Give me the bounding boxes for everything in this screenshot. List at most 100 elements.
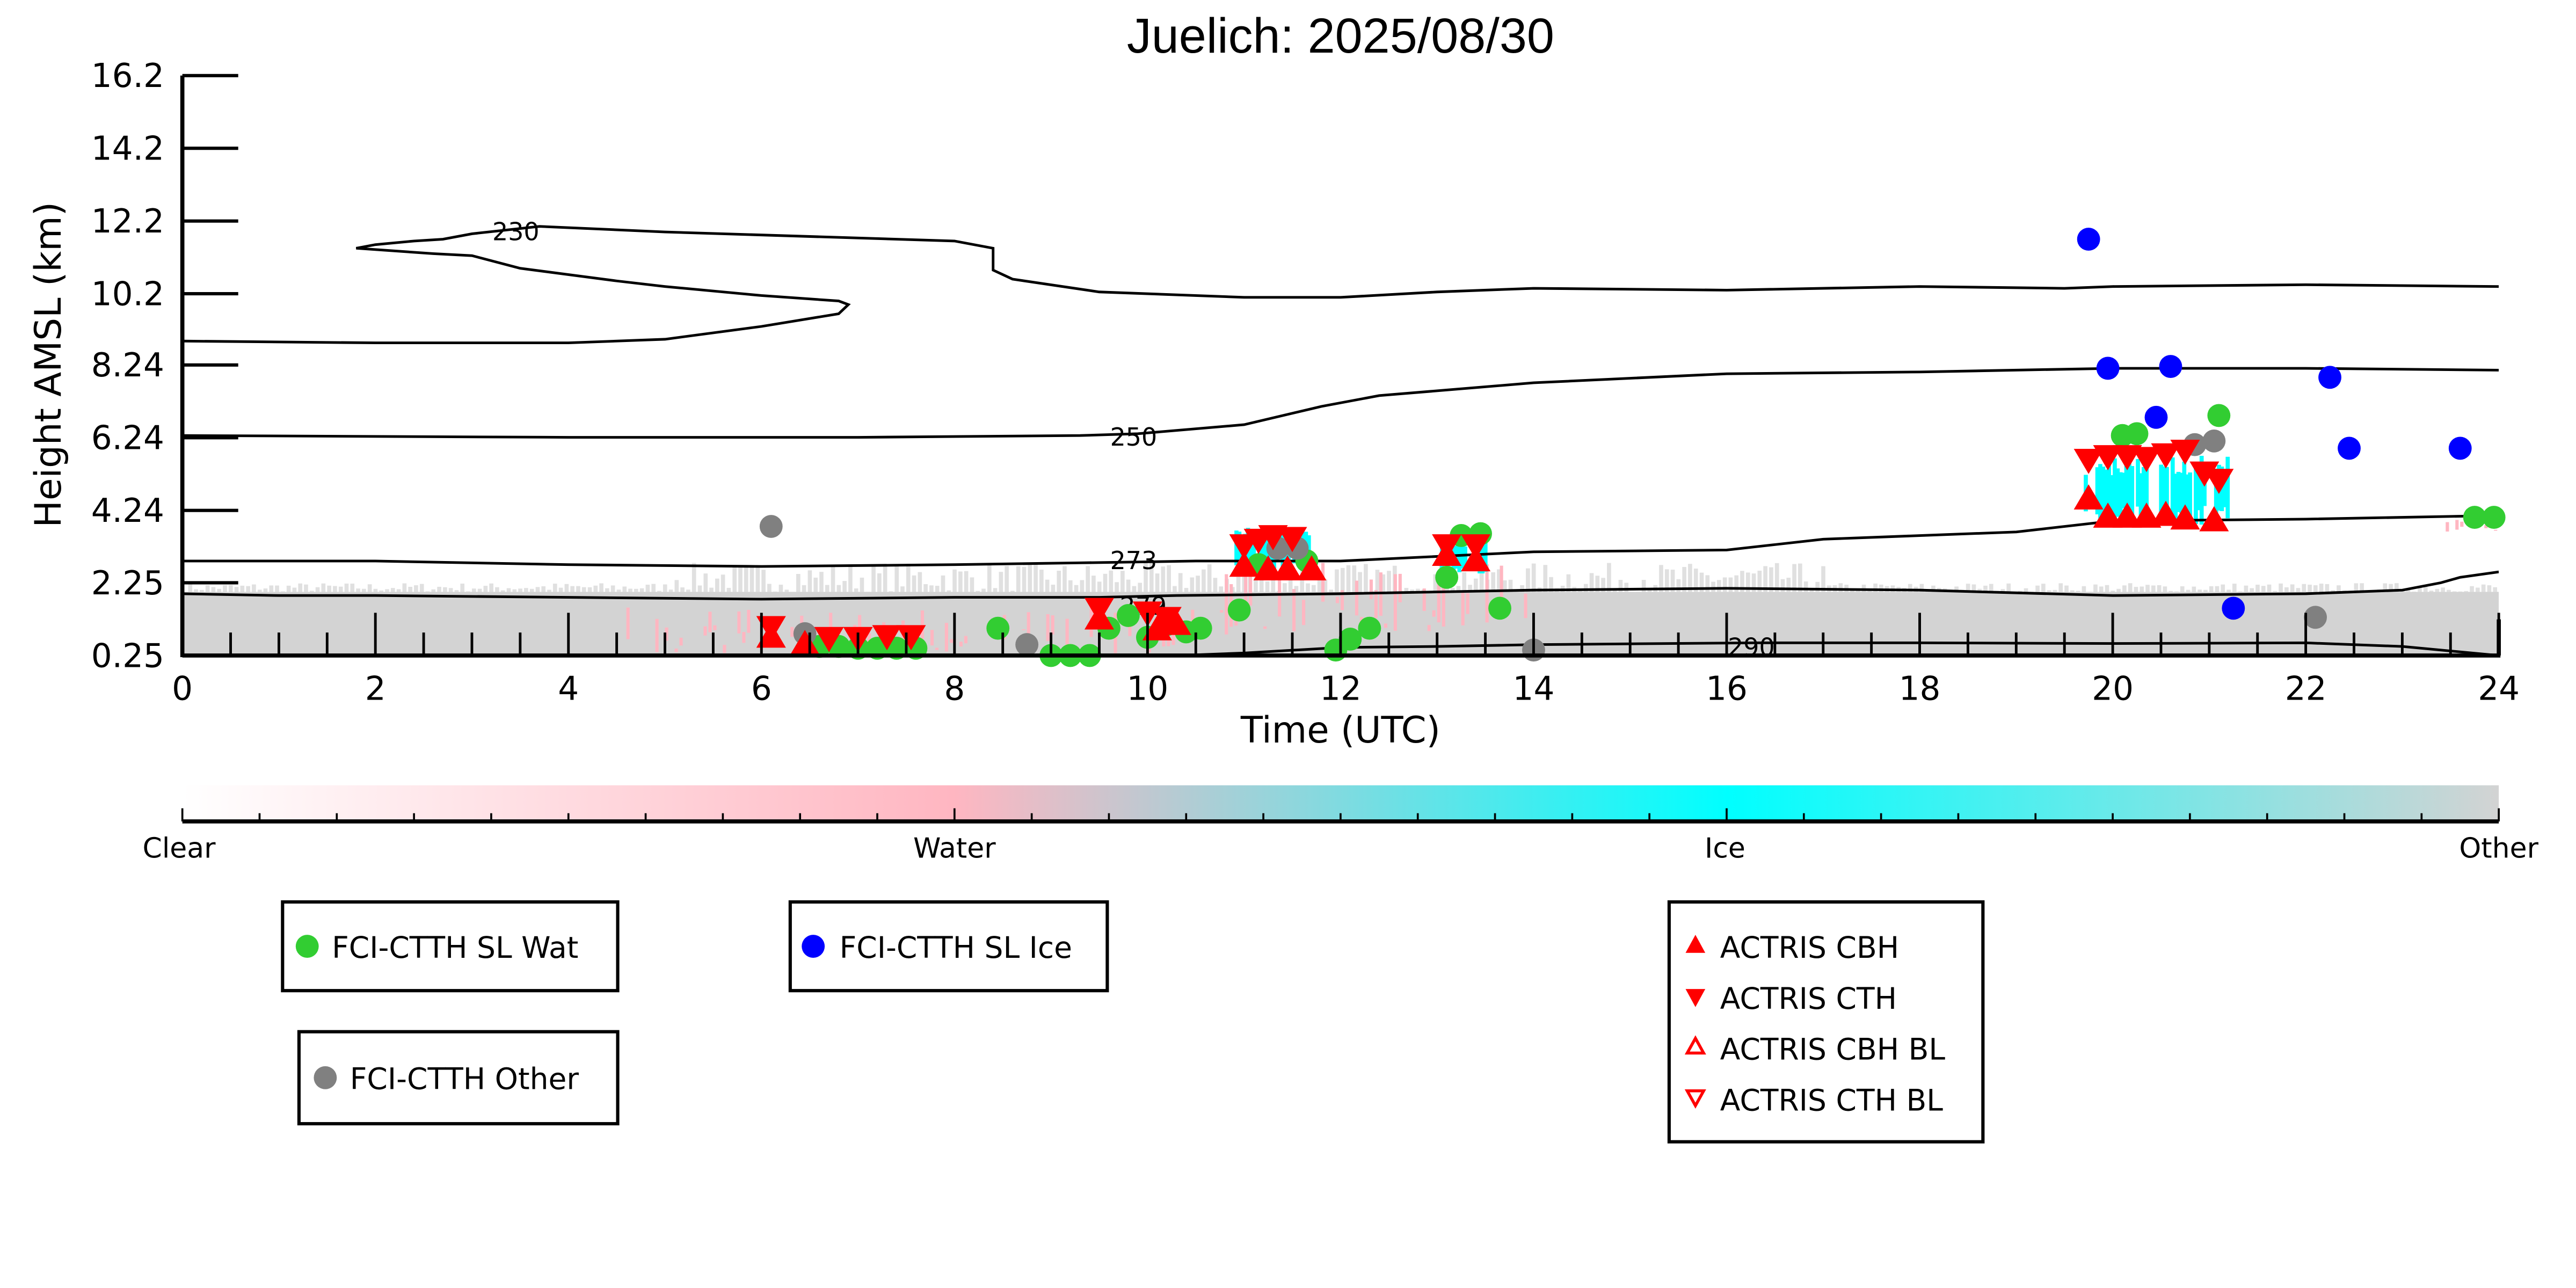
marker-actris-cth	[2151, 443, 2181, 469]
other-speckle	[1740, 571, 1744, 592]
other-speckle	[263, 588, 268, 592]
ice-pixel	[1251, 539, 1256, 568]
other-speckle	[362, 588, 366, 592]
other-speckle	[1300, 571, 1305, 592]
other-speckle	[414, 585, 418, 592]
colorbar-label-other: Other	[2459, 832, 2538, 864]
other-speckle	[1641, 580, 1646, 592]
marker-fci-ctth-sl-wat	[2207, 404, 2231, 427]
other-speckle	[344, 583, 349, 592]
other-speckle	[686, 590, 690, 592]
other-speckle	[1977, 588, 1982, 592]
other-speckle	[1132, 586, 1137, 592]
other-speckle	[1774, 563, 1779, 592]
other-speckle	[1207, 564, 1212, 592]
x-tick-label: 16	[1706, 670, 1748, 708]
other-speckle	[390, 588, 395, 592]
y-tick-label: 10.2	[91, 275, 164, 314]
legend-fci-wat: FCI-CTTH SL Wat	[281, 900, 620, 993]
water-pixel	[742, 632, 746, 643]
marker-actris-cth	[1432, 534, 1462, 559]
other-speckle	[1311, 585, 1316, 592]
other-speckle	[1682, 567, 1686, 592]
water-pixel	[2455, 520, 2459, 530]
other-speckle	[935, 586, 940, 592]
other-speckle	[1213, 578, 1218, 592]
marker-actris-cth	[2189, 461, 2220, 487]
marker-actris-cth	[1277, 527, 1307, 552]
water-pixel	[2446, 522, 2449, 532]
other-speckle	[1005, 566, 1009, 592]
other-speckle	[1456, 586, 1461, 592]
other-speckle	[1091, 576, 1096, 592]
other-speckle	[2360, 583, 2364, 592]
other-speckle	[234, 587, 239, 592]
other-speckle	[402, 583, 407, 592]
other-speckle	[1919, 584, 1924, 592]
marker-actris-cbh	[2093, 503, 2123, 528]
other-speckle	[495, 587, 499, 592]
other-speckle	[448, 588, 453, 592]
x-tick-label: 4	[558, 670, 579, 708]
ice-pixel	[2159, 464, 2164, 521]
other-speckle	[304, 584, 308, 592]
other-speckle	[628, 588, 632, 592]
x-tick-label: 18	[1899, 670, 1941, 708]
ice-pixel	[2136, 459, 2140, 507]
marker-fci-ctth-sl-ice	[2077, 228, 2100, 251]
other-speckle	[2476, 587, 2480, 592]
marker-actris-cth	[1461, 534, 1491, 559]
other-speckle	[1103, 573, 1108, 592]
water-pixel	[790, 627, 794, 637]
marker-fci-ctth-other	[2304, 606, 2327, 629]
ice-pixel	[2185, 474, 2189, 512]
other-speckle	[767, 584, 772, 592]
ice-pixel	[1249, 530, 1253, 570]
water-pixel	[920, 610, 925, 639]
other-speckle	[964, 571, 969, 592]
other-speckle	[836, 585, 841, 592]
other-speckle	[2470, 586, 2474, 592]
other-speckle	[848, 565, 853, 592]
water-pixel	[1234, 616, 1238, 626]
other-speckle	[338, 586, 343, 592]
other-speckle	[350, 584, 355, 592]
marker-fci-ctth-sl-ice	[2318, 366, 2342, 389]
other-speckle	[1873, 583, 1878, 592]
other-speckle	[1751, 573, 1756, 592]
marker-actris-cbh	[1229, 551, 1259, 577]
y-tick-label: 12.2	[91, 202, 164, 241]
other-speckle	[257, 590, 262, 592]
other-speckle	[1340, 567, 1345, 592]
other-speckle	[1335, 569, 1339, 592]
other-speckle	[2302, 584, 2306, 592]
other-speckle	[1838, 583, 1843, 592]
other-speckle	[1022, 566, 1027, 592]
other-speckle	[2447, 590, 2451, 592]
marker-fci-ctth-other	[2202, 429, 2226, 453]
other-speckle	[1074, 585, 1079, 592]
other-speckle	[379, 590, 384, 592]
other-speckle	[1491, 572, 1496, 592]
other-speckle	[2099, 586, 2104, 592]
other-speckle	[2221, 584, 2225, 592]
other-speckle	[1624, 583, 1629, 592]
other-speckle	[2290, 584, 2295, 592]
other-speckle	[1479, 563, 1484, 592]
other-speckle	[454, 590, 459, 592]
marker-actris-cth	[872, 625, 902, 651]
other-speckle	[807, 570, 812, 592]
colorbar-label-ice: Ice	[1705, 832, 1745, 864]
other-speckle	[1908, 584, 1912, 592]
triangle-up-icon	[1685, 935, 1706, 953]
other-speckle	[657, 591, 661, 592]
water-pixel	[1263, 626, 1267, 629]
other-speckle	[367, 584, 372, 592]
ice-pixel	[1457, 545, 1462, 572]
ice-pixel	[1306, 535, 1311, 562]
other-speckle	[2140, 586, 2144, 592]
water-pixel	[1340, 590, 1344, 610]
y-tick-label: 6.24	[91, 419, 164, 457]
marker-fci-ctth-sl-ice	[2338, 436, 2361, 460]
other-speckle	[2493, 587, 2498, 592]
